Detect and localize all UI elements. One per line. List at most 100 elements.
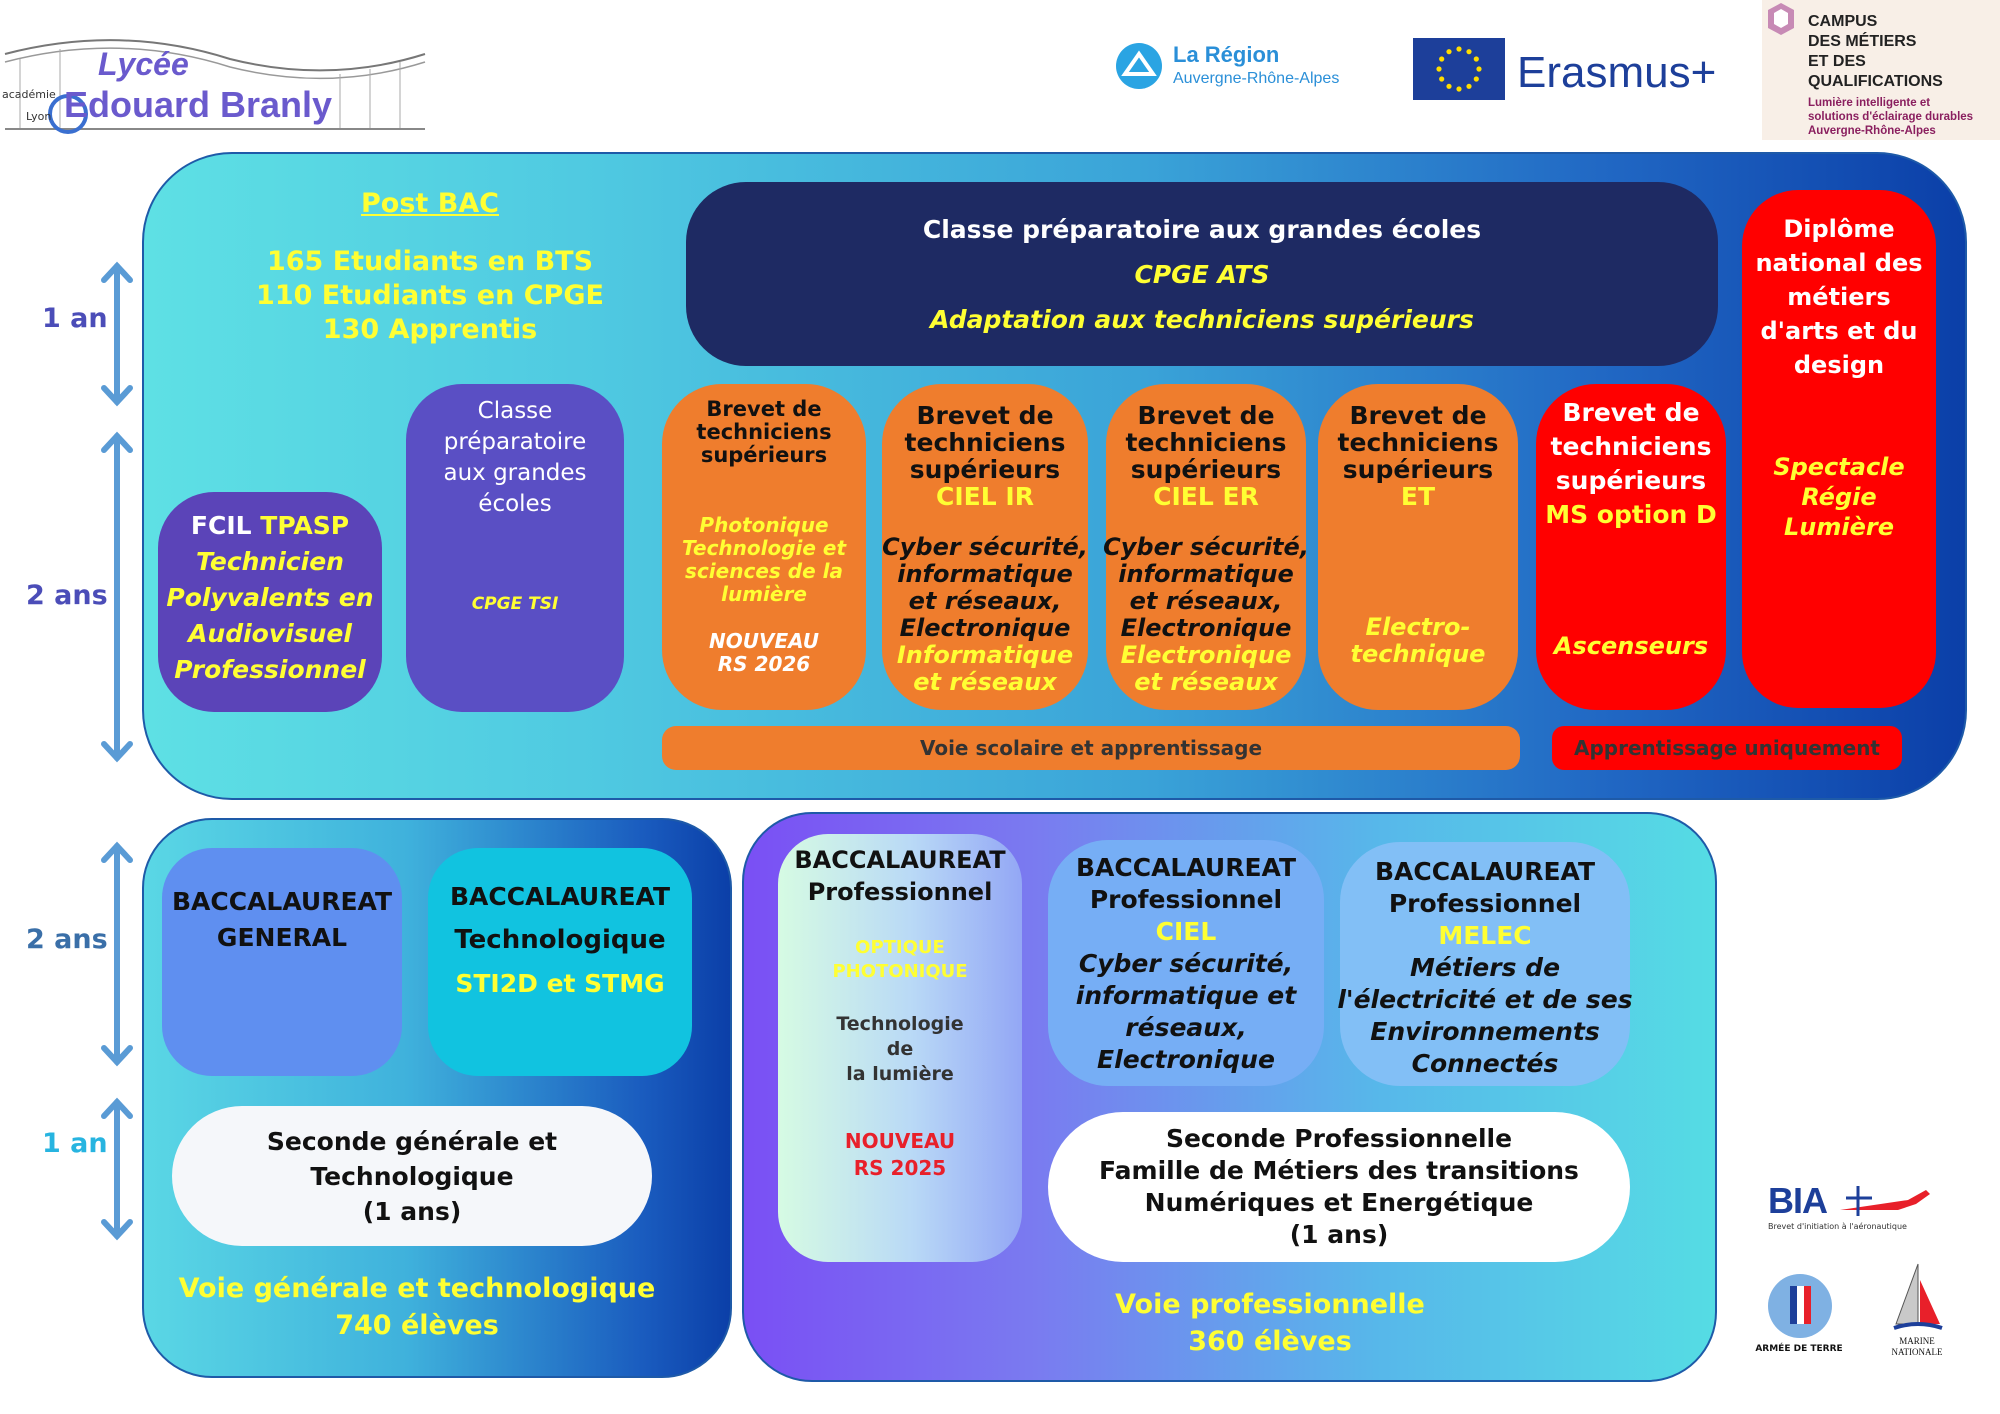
bac-optique-spec-1: OPTIQUE [855,937,945,958]
fcil-line-4: Professionnel [174,655,366,684]
bac-optique-desc-1: Technologie [836,1013,964,1035]
bts-ciel-ir-desc-1: Cyber sécurité, [882,533,1088,561]
bts-et-option-2: technique [1350,640,1486,668]
bts-ms-option: Ascenseurs [1553,632,1709,660]
seconde-pro-card: Seconde Professionnelle Famille de Métie… [1048,1112,1630,1262]
eu-star-icon [1476,66,1482,72]
region-logo: La Région Auvergne-Rhône-Alpes [1115,40,1365,100]
bts-ciel-er-card: Brevet de techniciens supérieurs CIEL ER… [1103,384,1309,710]
bac-melec-desc-2: l'électricité et de ses [1337,985,1633,1014]
bac-optique-card: BACCALAUREAT Professionnel OPTIQUE PHOTO… [778,834,1022,1262]
bts-ciel-er-desc-2: informatique [1118,560,1294,588]
bac-ciel-sub: Professionnel [1089,885,1283,914]
fcil-line-3: Audiovisuel [188,619,352,648]
marine-emblem-icon [1893,1263,1943,1330]
bts-ciel-er-desc-4: Electronique [1120,614,1292,642]
apprentissage-bar: Apprentissage uniquement [1552,726,1902,770]
postbac-header: Post BAC 165 Etudiants en BTS 110 Etudia… [240,188,620,347]
bts-ciel-er-code: CIEL ER [1153,482,1259,511]
campus-logo: CAMPUS DES MÉTIERS ET DES QUALIFICATIONS… [1762,0,2000,140]
bac-ciel-desc-1: Cyber sécurité, [1078,949,1294,978]
postbac-stat-apprentis: 130 Apprentis [322,314,538,345]
eu-star-icon [1466,49,1472,55]
duration-2ans-top: 2 ans [26,580,108,611]
bac-melec-desc-3: Environnements [1370,1017,1600,1046]
campus-sub3: Auvergne-Rhône-Alpes [1808,125,1936,137]
bts-photonique-new-2: RS 2026 [717,652,811,676]
eu-star-icon [1466,83,1472,89]
marine-nationale-logo: MARINE NATIONALE [1872,1262,1962,1362]
cpge-ats-code: CPGE ATS [1134,259,1270,289]
lycee-name-line2: Edouard Branly [64,84,333,125]
eu-star-icon [1436,66,1442,72]
seconde-generale-card: Seconde générale et Technologique (1 ans… [172,1106,652,1246]
dnmade-title-1: Diplôme [1783,215,1895,243]
bts-photonique-spec-1: Photonique [699,513,829,537]
cpge-ats-card: Classe préparatoire aux grandes écoles C… [686,182,1718,366]
bac-melec-desc-4: Connectés [1411,1049,1559,1078]
bac-ciel-desc-3: réseaux, [1125,1013,1247,1042]
armee-emblem-icon [1768,1274,1832,1338]
duration-1an-top: 1 an [42,303,108,334]
campus-line1: CAMPUS [1808,13,1878,30]
bts-ciel-er-desc-3: et réseaux, [1129,587,1283,615]
bac-techno-sub: Technologique [454,925,666,955]
bts-et-option-1: Electro- [1365,613,1471,641]
bac-techno-card: BACCALAUREAT Technologique STI2D et STMG [428,848,692,1076]
bts-ciel-er-title-1: Brevet de [1137,401,1275,430]
bac-ciel-desc-4: Electronique [1097,1045,1275,1074]
voie-pro-footer: Voie professionnelle 360 élèves [1010,1286,1530,1360]
cpge-ats-title: Classe préparatoire aux grandes écoles [922,214,1482,244]
fcil-card: FCIL TPASP Technicien Polyvalents en Aud… [158,492,382,712]
seconde-pro-line-3: Numériques et Energétique [1144,1188,1534,1217]
bia-logo: BIA Brevet d'initiation à l'aéronautique [1764,1172,1934,1238]
bts-photonique-card: Brevet de techniciens supérieurs Photoni… [662,384,866,710]
cpge-tsi-code: CPGE TSI [471,594,559,614]
fcil-line-1: Technicien [196,547,344,576]
marine-label-1: MARINE [1899,1336,1935,1346]
bac-optique-desc-3: la lumière [846,1063,954,1085]
bac-ciel-title: BACCALAUREAT [1075,853,1297,882]
fcil-line-2: Polyvalents en [166,583,374,612]
duration-2ans-bottom: 2 ans [26,924,108,955]
lycee-name-line1: Lycée [98,46,189,82]
postbac-stat-bts: 165 Etudiants en BTS [266,246,594,277]
bts-ciel-er-desc-1: Cyber sécurité, [1103,533,1309,561]
dnmade-title-4: d'arts et du [1760,317,1918,345]
campus-icon [1768,3,1794,35]
bts-ciel-ir-desc-3: et réseaux, [908,587,1062,615]
academie-label: académie [2,88,56,101]
bts-ciel-er-option-2: et réseaux [1134,668,1278,696]
dnmade-title-3: métiers [1787,283,1891,311]
campus-line4: QUALIFICATIONS [1808,73,1943,90]
cpge-ats-desc: Adaptation aux techniciens supérieurs [930,304,1474,334]
apprentissage-label: Apprentissage uniquement [1574,736,1880,760]
bts-ms-card: Brevet de techniciens supérieurs MS opti… [1536,384,1726,710]
bts-ciel-ir-option-2: et réseaux [913,668,1057,696]
airplane-icon [1840,1186,1930,1216]
region-name: La Région [1173,42,1280,67]
bac-optique-new-2: RS 2025 [853,1156,947,1180]
cpge-tsi-card: Classe préparatoire aux grandes écoles C… [406,384,624,712]
academie-city: Lyon [26,110,52,123]
seconde-generale-line-3: (1 ans) [362,1196,462,1226]
bts-ms-title-3: supérieurs [1555,466,1707,495]
armee-de-terre-logo: ARMÉE DE TERRE [1752,1272,1846,1362]
eu-star-icon [1439,56,1445,62]
voie-pro-label: Voie professionnelle [1115,1289,1425,1320]
lycee-logo: Lycée Edouard Branly académie Lyon [0,14,430,134]
dnmade-spec-2: Régie [1801,483,1877,511]
eu-star-icon [1456,46,1462,52]
region-sub: Auvergne-Rhône-Alpes [1173,70,1340,87]
bts-ciel-er-title-3: supérieurs [1130,455,1282,484]
bts-photonique-spec-2: Technologie et [681,536,847,560]
marine-label-2: NATIONALE [1891,1347,1943,1357]
bts-photonique-title-2: techniciens [696,420,832,444]
eu-star-icon [1473,56,1479,62]
bts-et-code: ET [1400,482,1436,511]
eu-star-icon [1473,76,1479,82]
eu-flag-icon [1413,38,1505,100]
bac-general-card: BACCALAUREAT GENERAL [162,848,402,1076]
bts-et-card: Brevet de techniciens supérieurs ET Elec… [1318,384,1518,710]
bac-optique-spec-2: PHOTONIQUE [832,961,968,982]
